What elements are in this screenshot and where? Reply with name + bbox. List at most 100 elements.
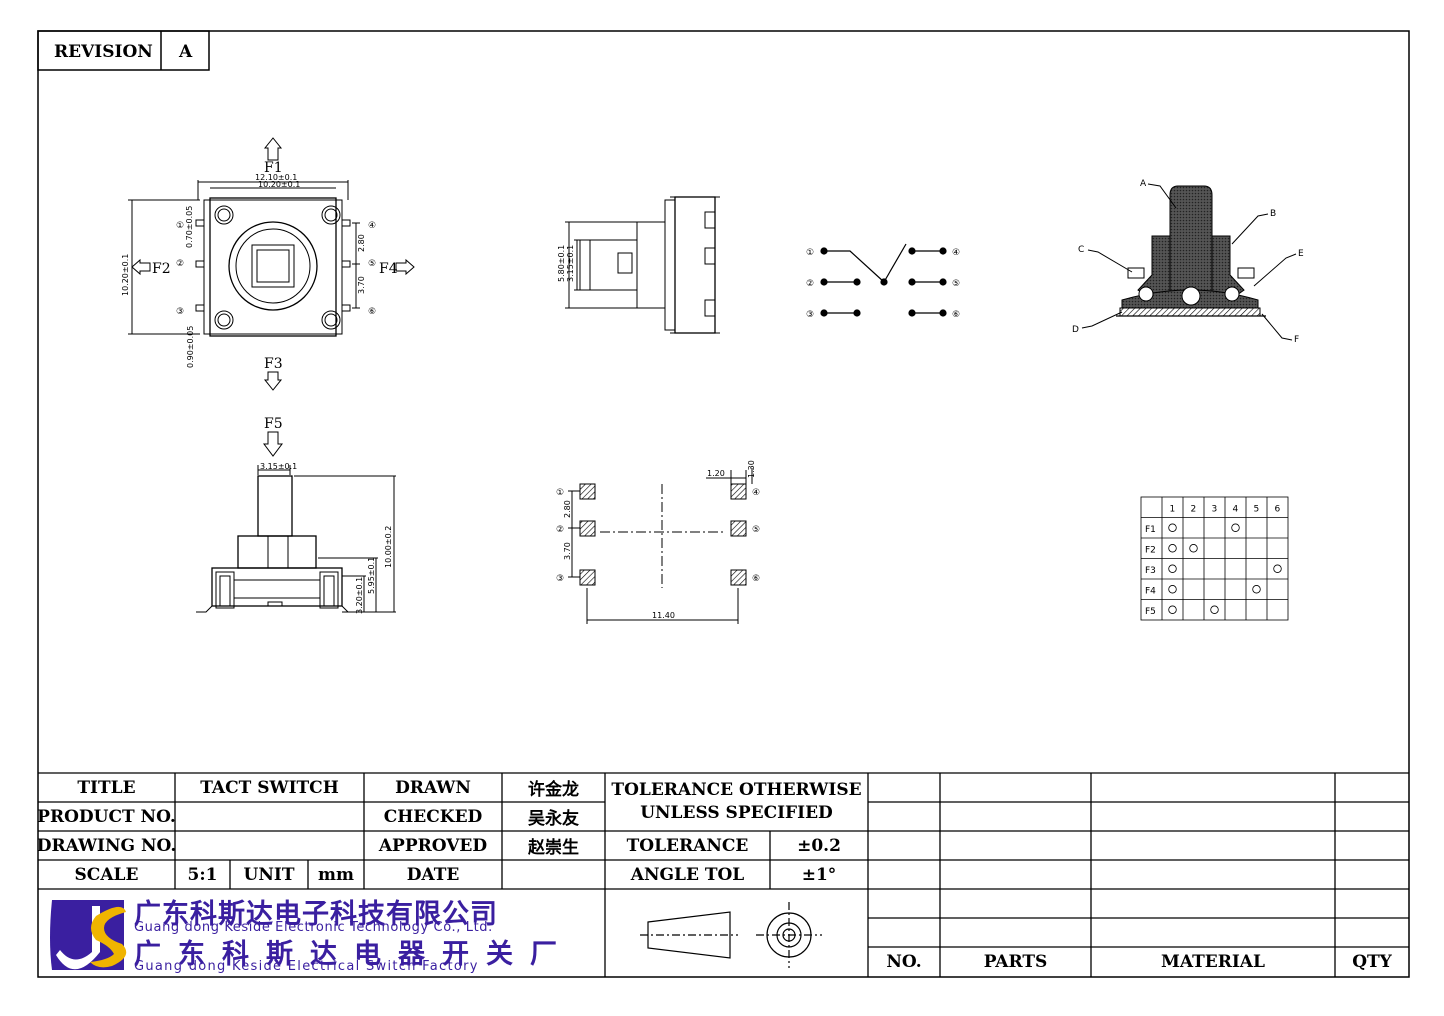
revision-value: A: [178, 42, 193, 62]
side-view: 5.80±0.1 3.15±0.1: [557, 196, 720, 334]
matrix-row-label: F5: [1145, 607, 1156, 617]
circuit-pin-3: ③: [806, 310, 814, 320]
fp-pin-2: ②: [556, 525, 564, 535]
pin-label-5: ⑤: [368, 259, 376, 269]
force-label-f2: F2: [152, 261, 171, 277]
company-name-en-2: Guang dong Keside Electrical Switch Fact…: [134, 959, 479, 974]
fp-dim-span: 11.40: [652, 611, 675, 620]
tolerance-note-line1: TOLERANCE OTHERWISE: [611, 780, 862, 800]
matrix-row-label: F3: [1145, 566, 1156, 576]
drawn-value: 许金龙: [528, 780, 579, 800]
tolerance-value: ±0.2: [797, 835, 841, 856]
checked-label: CHECKED: [383, 806, 483, 827]
approved-label: APPROVED: [378, 835, 488, 856]
section-label-a: A: [1140, 179, 1147, 189]
dim-pin-width: 0.90±0.05: [186, 326, 195, 368]
pin-label-4: ④: [368, 221, 376, 231]
drawing-no-value: [175, 831, 364, 860]
company-name-cn-1: 广东科斯达电子科技有限公司: [134, 899, 498, 930]
front-dim-base: 3.20±0.1: [355, 577, 364, 614]
product-no-value: [175, 802, 364, 831]
side-dim-height: 5.80±0.1: [557, 245, 566, 282]
matrix-row-label: F2: [1145, 546, 1156, 556]
force-label-f1: F1: [264, 160, 283, 176]
force-label-f4: F4: [379, 261, 398, 277]
company-name-cn-2: 广东科斯达电器开关厂: [134, 939, 574, 970]
fp-pin-5: ⑤: [752, 525, 760, 535]
dim-pitch-1: 2.80: [357, 234, 366, 252]
sheet-border: [37, 30, 1410, 978]
fp-dim-padh: 1.30: [747, 460, 756, 478]
checked-value: 吴永友: [528, 809, 579, 829]
bom-parts-header: PARTS: [983, 952, 1048, 972]
circuit-pin-5: ⑤: [952, 279, 960, 289]
footprint-view: 2.80 3.70 11.40 1.20 1.30 ① ② ③ ④ ⑤ ⑥: [556, 460, 760, 624]
circuit-diagram: ① ② ③ ④ ⑤ ⑥: [806, 243, 960, 320]
unit-label: UNIT: [243, 864, 295, 885]
matrix-col-header: 2: [1191, 505, 1197, 515]
matrix-mark: [1189, 544, 1198, 553]
angle-tol-label: ANGLE TOL: [630, 864, 745, 885]
matrix-mark: [1168, 585, 1177, 594]
circuit-pin-2: ②: [806, 279, 814, 289]
matrix-row-label: F4: [1145, 587, 1156, 597]
drawing-no-label: DRAWING NO.: [36, 835, 177, 856]
revision-label: REVISION: [54, 42, 153, 62]
bom-no-header: NO.: [886, 952, 922, 972]
title-value: TACT SWITCH: [200, 777, 339, 798]
matrix-mark: [1210, 605, 1219, 614]
matrix-mark: [1168, 605, 1177, 614]
drawn-label: DRAWN: [395, 777, 471, 798]
dim-pin-offset: 0.70±0.05: [185, 206, 194, 248]
matrix-mark: [1231, 523, 1240, 532]
top-view: F1 12.10±0.1 10.20±0.1 10.20±0.1 0.70±0.…: [121, 137, 415, 391]
matrix-col-header: 6: [1275, 505, 1281, 515]
dim-top-2: 10.20±0.1: [258, 180, 300, 189]
pin-label-1: ①: [176, 221, 184, 231]
front-view: F5 3.15±0.1 10.00±0.2 5.95±0.1 3.20±0.1: [196, 416, 396, 614]
dim-pitch-2: 3.70: [357, 276, 366, 294]
unit-value: mm: [318, 864, 354, 885]
matrix-row-label: F1: [1145, 525, 1156, 535]
tolerance-note-line2: UNLESS SPECIFIED: [640, 803, 833, 823]
fp-pin-6: ⑥: [752, 574, 760, 584]
section-label-c: C: [1078, 245, 1084, 255]
revision-box: REVISION A: [37, 30, 210, 71]
matrix-mark: [1273, 564, 1282, 573]
fp-dim-padw: 1.20: [707, 469, 725, 478]
matrix-col-header: 4: [1233, 505, 1239, 515]
scale-label: SCALE: [74, 864, 139, 885]
pin-label-2: ②: [176, 259, 184, 269]
front-dim-total: 10.00±0.2: [384, 526, 393, 568]
date-label: DATE: [406, 864, 460, 885]
bom-material-header: MATERIAL: [1161, 952, 1265, 972]
dim-top-1: 12.10±0.1: [255, 173, 297, 182]
matrix-col-header: 1: [1170, 505, 1176, 515]
circuit-pin-4: ④: [952, 248, 960, 258]
matrix-mark: [1252, 585, 1261, 594]
tolerance-label: TOLERANCE: [626, 835, 749, 856]
force-label-f5: F5: [264, 416, 283, 432]
company-logo: [50, 900, 127, 970]
angle-tol-value: ±1°: [801, 864, 837, 885]
section-label-f: F: [1294, 335, 1299, 345]
date-value: [502, 860, 605, 889]
projection-symbol: [640, 902, 822, 968]
section-label-b: B: [1270, 209, 1276, 219]
title-block-lines: [38, 772, 1409, 977]
matrix-mark: [1168, 564, 1177, 573]
product-no-label: PRODUCT NO.: [37, 806, 176, 827]
matrix-col-header: 3: [1212, 505, 1218, 515]
fp-pin-3: ③: [556, 574, 564, 584]
section-label-d: D: [1072, 325, 1079, 335]
front-dim-body: 5.95±0.1: [367, 557, 376, 594]
circuit-pin-1: ①: [806, 248, 814, 258]
scale-value: 5:1: [187, 864, 218, 885]
section-label-e: E: [1298, 249, 1304, 259]
pin-label-3: ③: [176, 307, 184, 317]
title-label: TITLE: [77, 777, 136, 798]
force-label-f3: F3: [264, 356, 283, 372]
dim-left-height: 10.20±0.1: [121, 254, 130, 296]
fp-pin-4: ④: [752, 488, 760, 498]
